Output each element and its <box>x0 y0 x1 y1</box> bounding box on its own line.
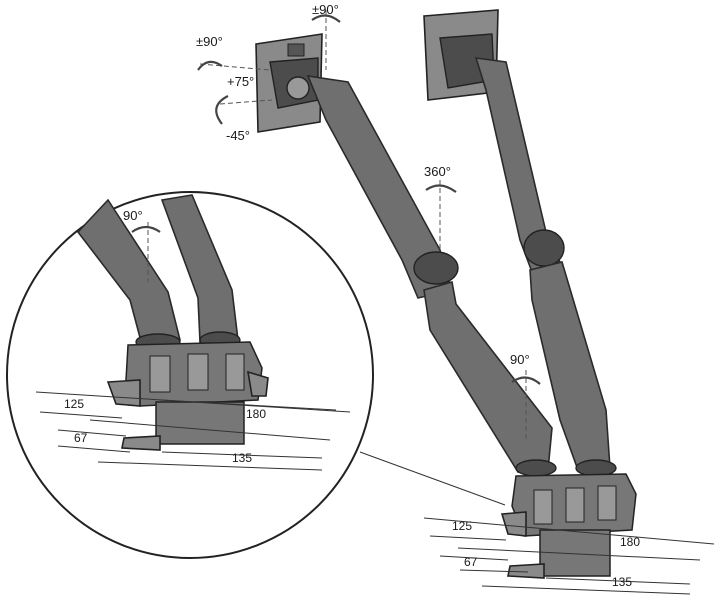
left-vesa-slot <box>287 43 305 57</box>
dim-line-f <box>481 585 691 595</box>
detail-dim-135: 135 <box>232 451 252 465</box>
detail-dim-67: 67 <box>74 431 88 445</box>
base-panel-2 <box>565 487 585 523</box>
lower-joint-rotation-arrow <box>511 376 541 385</box>
dim-line-e <box>459 569 529 573</box>
base-panel-3 <box>597 485 617 521</box>
dim-line-a <box>423 517 715 545</box>
main-dim-67: 67 <box>464 555 478 569</box>
detail-dim-line-h <box>161 451 323 459</box>
detail-dim-180: 180 <box>246 407 266 421</box>
base-flange-left <box>500 511 527 537</box>
right-elbow-joint <box>523 229 565 267</box>
detail-dim-line-e <box>57 429 127 437</box>
detail-dim-line-g <box>97 461 323 471</box>
main-base <box>500 473 637 579</box>
left-rotation-arrow <box>197 60 223 71</box>
detail-rotation-arrow <box>131 225 161 233</box>
detail-dim-125: 125 <box>64 397 84 411</box>
detail-base-flange-right <box>246 370 269 397</box>
detail-clamp-foot <box>121 435 161 451</box>
left-axis-line <box>199 63 271 71</box>
top-rotation-arrow <box>311 14 341 23</box>
left-elbow-joint <box>413 251 459 285</box>
tilt-axis-line <box>219 99 273 105</box>
detail-base-panel-2 <box>187 353 209 391</box>
swivel-rotation-arrow <box>425 184 457 193</box>
detail-dim-line-d <box>89 419 331 441</box>
dim-line-b <box>429 535 507 541</box>
lower-joint-label: 90° <box>510 352 530 367</box>
detail-joint-label: 90° <box>123 208 143 223</box>
left-tilt-label: ±90° <box>196 34 223 49</box>
dim-line-c <box>457 547 701 561</box>
detail-dim-line-b <box>39 411 123 419</box>
left-tilt-knob <box>286 76 310 100</box>
top-tilt-label: ±90° <box>312 2 339 17</box>
main-dim-125: 125 <box>452 519 472 533</box>
detail-dim-line-c <box>159 399 337 411</box>
rotation-indicators: ±90° ±90° +75° -45° 360° 90° <box>196 2 541 440</box>
main-dimensions: 125 180 67 135 <box>423 517 715 595</box>
detail-clamp <box>155 401 245 445</box>
right-arm-assembly <box>423 9 617 477</box>
swivel-label: 360° <box>424 164 451 179</box>
base-clamp-foot <box>507 563 545 579</box>
main-dim-135: 135 <box>612 575 632 589</box>
detail-base-panel-3 <box>225 353 245 391</box>
main-dim-180: 180 <box>620 535 640 549</box>
left-arm-assembly <box>255 33 557 477</box>
detail-dim-line-f <box>57 445 131 453</box>
tilt-up-label: +75° <box>227 74 254 89</box>
detail-leader-line <box>359 451 506 506</box>
left-lower-arm-end <box>515 459 557 477</box>
dim-line-d <box>439 555 509 561</box>
detail-view: 90° 125 180 67 135 <box>6 191 506 559</box>
base-panel-1 <box>533 489 553 525</box>
tilt-rotation-arrow <box>215 95 229 125</box>
detail-base-panel-1 <box>149 355 171 393</box>
left-lower-arm <box>423 280 553 473</box>
dim-line-g <box>545 577 691 585</box>
tilt-down-label: -45° <box>226 128 250 143</box>
